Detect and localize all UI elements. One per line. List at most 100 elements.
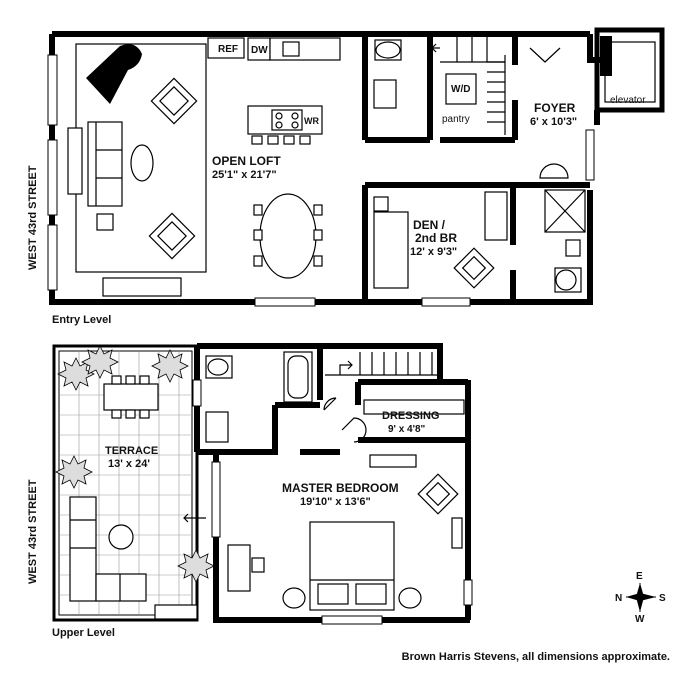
closet [484, 191, 508, 241]
dressing-name: DRESSING [382, 410, 439, 422]
nightstand-right [398, 587, 422, 609]
dressing-dims: 9' x 4'8" [388, 424, 426, 435]
wall-bench [451, 517, 463, 549]
den-chair [373, 196, 389, 212]
kitchen-counter [269, 37, 341, 61]
street-label-entry: WEST 43rd STREET [27, 165, 39, 270]
toilet-icon [374, 39, 402, 61]
open-loft-dims: 25'1" x 21'7" [212, 169, 277, 181]
wd-box [445, 73, 477, 105]
lounge-sofa [69, 496, 147, 602]
armchair-icon [417, 473, 459, 515]
plant-icon [57, 357, 95, 391]
door-swing [323, 397, 337, 411]
dressing-shelf [363, 399, 465, 415]
foyer-dims: 6' x 10'3" [530, 116, 577, 128]
terrace-planter [154, 604, 198, 620]
upper-level-plan: TERRACE 13' x 24' [27, 343, 473, 639]
footer-credit: Brown Harris Stevens, all dimensions app… [402, 651, 670, 663]
sofa-icon [87, 121, 123, 207]
compass-e: E [636, 571, 643, 582]
sink-icon [282, 41, 300, 57]
coffee-table [130, 144, 154, 182]
terrace-chairs [111, 375, 150, 419]
media-console [102, 277, 182, 297]
dining-table [259, 193, 317, 279]
pantry-label: pantry [442, 114, 470, 125]
door-swing [341, 417, 367, 443]
den-dims: 12' x 9'3" [410, 246, 457, 258]
armchair-icon [453, 247, 495, 289]
plant-icon [151, 349, 189, 383]
open-loft-name: OPEN LOFT [212, 154, 281, 168]
vanity-sink [373, 79, 397, 109]
compass-icon: E N S W [615, 571, 666, 625]
window-terrace-door [211, 461, 221, 538]
master-name: MASTER BEDROOM [282, 481, 399, 495]
upper-level-label: Upper Level [52, 627, 115, 639]
plant-icon [55, 455, 93, 489]
den-desk [373, 211, 409, 289]
street-label-upper: WEST 43rd STREET [27, 479, 39, 584]
ref-box [207, 37, 245, 59]
wr-label: WR [304, 116, 319, 126]
elevator-door-jamb [600, 36, 612, 76]
terrace-inner-edge [58, 350, 193, 616]
dining-chairs [253, 204, 323, 267]
nightstand-left [282, 587, 306, 609]
side-table [96, 213, 114, 231]
dw-label: DW [251, 45, 268, 56]
console-table [67, 127, 83, 195]
cooktop-icon [271, 109, 303, 131]
plant-icon [177, 549, 215, 583]
entry-level-plan: REF DW WR OPEN LOFT 25'1" x 21'7" W/D pa… [27, 27, 665, 326]
terrace-boundary [52, 344, 199, 622]
upper-wall-closet-west [215, 405, 278, 455]
bedroom-desk [227, 544, 251, 592]
ref-label: REF [218, 44, 238, 55]
window-west-3 [47, 224, 58, 291]
stairs-upper [325, 352, 440, 376]
bed-icon [309, 521, 395, 611]
window-upper-bath [192, 379, 202, 407]
armchair-icon [150, 77, 198, 125]
piano-icon [86, 44, 142, 104]
sink-icon [565, 239, 581, 257]
terrace-round-table [108, 524, 134, 550]
terrace-table [103, 383, 159, 411]
bedroom-chair [251, 557, 265, 573]
window-upper-east [463, 579, 473, 606]
wd-label: W/D [451, 84, 470, 95]
window-east-foyer [585, 129, 595, 181]
kitchen-island [247, 105, 323, 135]
armchair-icon [148, 212, 196, 260]
foyer-door-swing [539, 163, 569, 179]
bedroom-dresser [369, 454, 417, 468]
window-west-1 [47, 54, 58, 126]
compass-n: N [615, 593, 622, 604]
compass-w: W [635, 614, 645, 625]
elevator-label: elevator [610, 95, 646, 106]
den-name-2: 2nd BR [415, 231, 457, 245]
elevator-car [604, 41, 656, 103]
window-south-loft [254, 297, 316, 307]
window-upper-south [321, 615, 383, 625]
master-dims: 19'10" x 13'6" [300, 496, 371, 508]
terrace-name: TERRACE [105, 445, 158, 457]
vanity-sink [205, 411, 229, 443]
den-name: DEN / [413, 218, 446, 232]
window-south-den [421, 297, 471, 307]
compass-s: S [659, 593, 666, 604]
toilet-icon [554, 267, 582, 293]
plant-icon [81, 345, 119, 379]
upper-wall-north-stairs [320, 343, 443, 380]
entry-level-label: Entry Level [52, 314, 111, 326]
elevator-shaft [594, 27, 665, 113]
foyer-name: FOYER [534, 101, 576, 115]
window-west-2 [47, 139, 58, 216]
stairs-entry [431, 34, 506, 135]
terrace-door-arrow [183, 513, 206, 523]
terrace-dims: 13' x 24' [108, 458, 150, 470]
foyer-closet-doors [529, 47, 561, 63]
